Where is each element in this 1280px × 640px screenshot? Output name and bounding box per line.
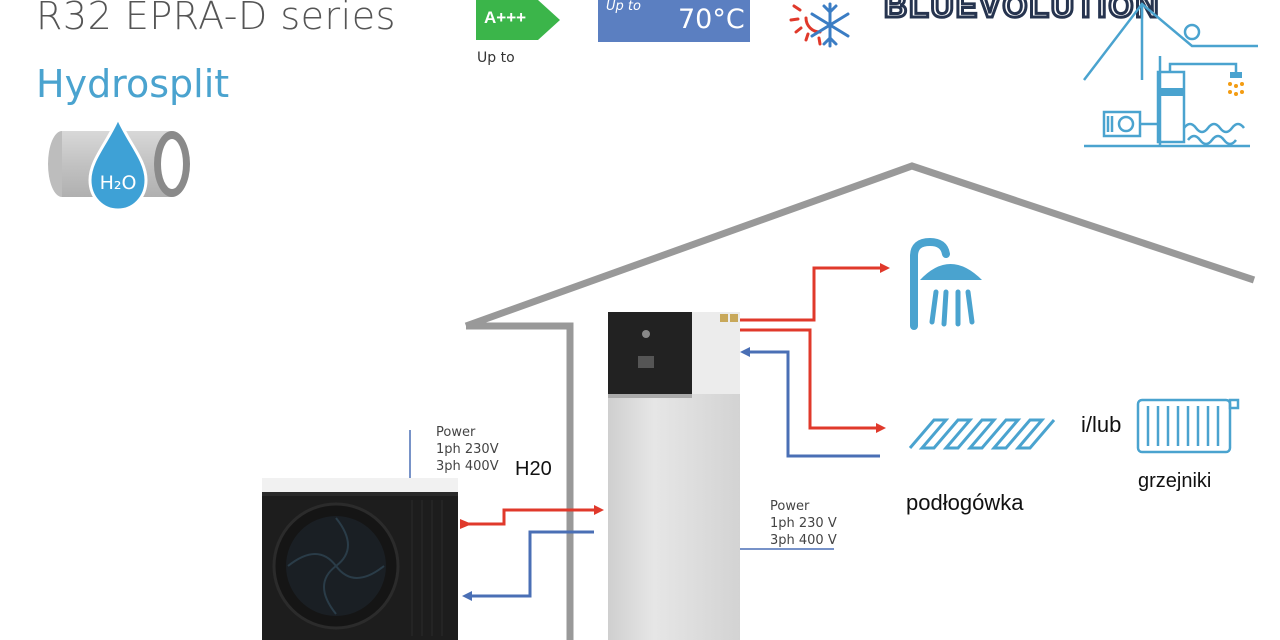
return-pipe-outdoor	[468, 530, 594, 598]
and-or-label: i/lub	[1081, 412, 1122, 437]
floor-heating-label: podłogówka	[906, 490, 1024, 515]
supply-pipe-outdoor	[460, 508, 600, 526]
indoor-unit	[608, 312, 740, 640]
outdoor-power-title: Power	[436, 425, 476, 440]
radiator-icon	[1136, 398, 1240, 454]
radiators-label: grzejniki	[1138, 470, 1212, 492]
water-formula: H₂O	[100, 172, 137, 194]
shower-icon	[910, 237, 982, 330]
page-title: R32 EPRA-D series	[36, 0, 396, 38]
water-circuit-label: H20	[515, 458, 552, 480]
house-system-icon	[1083, 2, 1258, 148]
house-roof	[464, 162, 1256, 330]
page-subtitle: Hydrosplit	[36, 62, 230, 106]
energy-class-badge	[476, 0, 560, 40]
indoor-power-3ph: 3ph 400 V	[770, 533, 837, 548]
energy-class-label: A+++	[484, 8, 527, 27]
bluevolution-logo: BLUEVOLUTION	[882, 0, 1161, 26]
outdoor-power-1ph: 1ph 230V	[436, 442, 499, 457]
indoor-power-title: Power	[770, 499, 810, 514]
house-wall	[466, 322, 574, 640]
return-pipe-floor	[750, 350, 880, 458]
temperature-badge	[598, 0, 750, 42]
indoor-power-1ph: 1ph 230 V	[770, 516, 837, 531]
floor-heating-icon	[908, 418, 1056, 450]
temperature-value: 70°C	[678, 4, 745, 35]
supply-pipe-floor	[740, 328, 876, 430]
supply-pipe-shower	[740, 266, 880, 322]
outdoor-power-3ph: 3ph 400V	[436, 459, 499, 474]
temperature-prefix: Up to	[606, 0, 641, 14]
outdoor-power-spec: Power 1ph 230V 3ph 400V	[436, 424, 499, 475]
heat-cool-icon	[789, 2, 850, 48]
indoor-power-spec: Power 1ph 230 V 3ph 400 V	[770, 498, 837, 549]
outdoor-unit	[262, 478, 458, 640]
hydrosplit-pipe-icon: H₂O	[48, 114, 190, 212]
energy-class-note: Up to	[477, 50, 515, 66]
